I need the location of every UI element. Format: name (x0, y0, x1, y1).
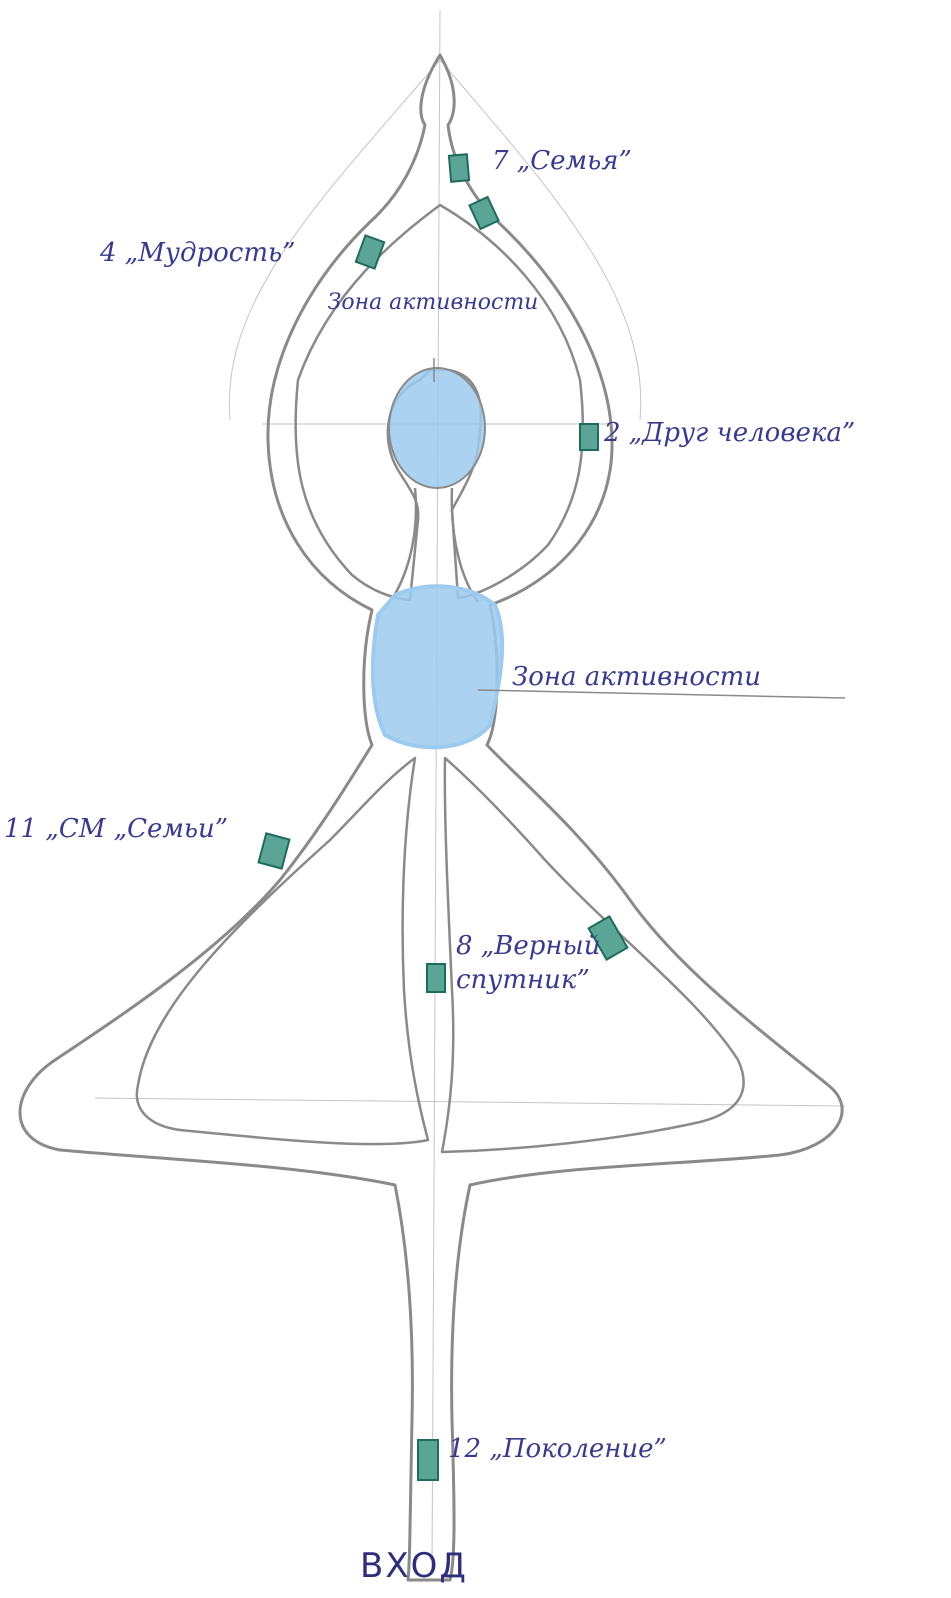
station-label-4: 4 „Мудрость” (100, 240, 295, 266)
waist-activity-zone (373, 586, 502, 747)
station-marker-4[interactable] (356, 235, 384, 268)
station-marker-12[interactable] (418, 1440, 438, 1480)
station-label-8: 8 „Верный спутник” (456, 930, 616, 998)
station-label-2: 2 „Друг человека” (604, 420, 855, 446)
upper-zone-label: Зона активности (318, 292, 548, 314)
head-activity-zone (389, 368, 485, 488)
station-marker-7-b[interactable] (469, 197, 498, 229)
station-marker-11[interactable] (259, 833, 290, 868)
entrance-label: ВХОД (360, 1546, 468, 1586)
station-label-12: 12 „Поколение” (448, 1436, 667, 1462)
center-axis-line (432, 10, 440, 1570)
station-label-11: 11 „СМ „Семьи” (4, 816, 228, 842)
base-guide-line (95, 1098, 845, 1106)
middle-zone-label: Зона активности (512, 664, 761, 690)
station-marker-2[interactable] (580, 424, 598, 450)
station-marker-8-a[interactable] (427, 964, 445, 992)
station-marker-7-a[interactable] (449, 154, 469, 181)
station-label-7: 7 „Семья” (492, 148, 632, 174)
